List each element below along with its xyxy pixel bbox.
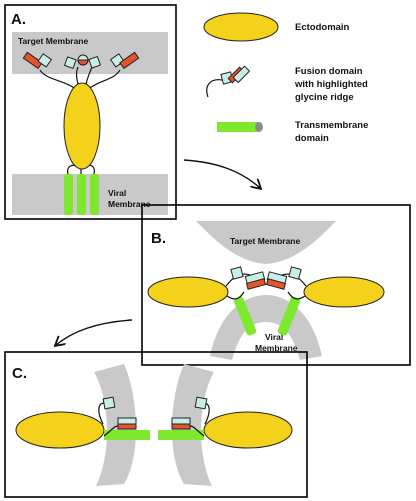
legend-ectodomain-label: Ectodomain — [295, 22, 350, 33]
linker-b-2 — [226, 291, 245, 300]
target-membrane-a-label: Target Membrane — [18, 36, 88, 46]
tm-domain-b-left — [233, 296, 257, 336]
legend-fusion-linker — [206, 79, 223, 98]
fusion-domain-a-left — [22, 51, 53, 70]
fusion-head-a-5 — [109, 53, 125, 68]
fusion-head-c-1 — [102, 396, 116, 410]
legend-fusion-label-2: with highlighted — [294, 79, 368, 90]
viral-membrane-a-label-1: Viral — [108, 188, 126, 198]
panel-a-frame — [4, 4, 177, 220]
legend-fusion-tail — [232, 65, 251, 84]
fusion-head-b-2 — [288, 266, 302, 280]
ectodomain-a — [63, 82, 101, 170]
linker-c-2 — [103, 425, 119, 437]
glycine-ridge-c-2 — [171, 423, 191, 430]
tm-domain-c-right — [158, 430, 204, 440]
tm-domain-c-left — [104, 430, 150, 440]
transmembrane-domains-a — [64, 174, 99, 215]
fusion-domain-b-right — [265, 266, 302, 290]
viral-membrane-b-label-1: Viral — [265, 332, 283, 342]
membrane-c-left — [94, 364, 137, 486]
legend-fusion-swatch — [206, 65, 251, 98]
fusion-head-a-2 — [63, 56, 77, 70]
panel-c-letter: C. — [12, 365, 27, 382]
ectodomain-c-right — [203, 411, 293, 449]
legend-tm-bar — [217, 122, 259, 132]
legend-tm-label-1: Transmembrane — [295, 120, 368, 131]
fusion-domain-b-left — [230, 266, 267, 290]
legend-fusion-label-3: glycine ridge — [295, 92, 354, 103]
legend-tm-label-2: domain — [295, 133, 329, 144]
ectodomain-c-left — [15, 411, 105, 449]
fusion-domain-c-left — [102, 396, 137, 430]
tm-domain-b-right — [277, 296, 301, 336]
fusion-domain-c-right — [171, 396, 208, 430]
linker-a-5 — [75, 66, 79, 85]
linker-a-7 — [89, 69, 121, 89]
linker-a-4 — [39, 69, 75, 89]
legend-tm-swatch — [217, 122, 263, 132]
target-membrane-b-label: Target Membrane — [230, 236, 300, 246]
tm-domain-a-2 — [77, 174, 86, 215]
fusion-domain-a-center — [63, 54, 102, 70]
glycine-ridge-c-1 — [117, 423, 137, 430]
fusion-head-a-4 — [88, 55, 102, 69]
fusion-head-b-1 — [230, 266, 244, 280]
ectodomain-b-right — [303, 276, 385, 308]
fusion-head-c-2 — [194, 396, 208, 410]
tm-domain-a-3 — [90, 174, 99, 215]
panel-b-letter: B. — [151, 230, 166, 247]
viral-membrane-a-label-2: Membrane — [108, 199, 151, 209]
panel-a: A. Target Membrane Viral Membrane — [4, 4, 177, 220]
linker-c-4 — [189, 425, 205, 437]
ectodomain-b-left — [147, 276, 229, 308]
legend-tm-end — [255, 122, 263, 132]
target-membrane-b — [196, 221, 336, 264]
legend-fusion-label-1: Fusion domain — [295, 66, 363, 77]
glycine-ridge-a-3 — [77, 59, 89, 66]
fusion-head-a-1 — [37, 53, 53, 68]
linker-b-4 — [287, 291, 306, 300]
panel-c: C. — [4, 351, 308, 498]
tm-domain-a-1 — [64, 174, 73, 215]
legend-ectodomain-swatch — [203, 12, 279, 42]
panel-b: B. Target Membrane Viral Membrane — [141, 204, 411, 366]
panel-c-frame — [4, 351, 308, 498]
panel-a-letter: A. — [11, 11, 26, 28]
glycine-ridge-b-1 — [245, 278, 267, 290]
arrow-a-to-b — [183, 159, 260, 188]
glycine-ridge-b-2 — [265, 278, 287, 290]
membrane-c-right — [171, 364, 214, 486]
viral-membrane-b-label-2: Membrane — [255, 343, 298, 353]
glycine-ridge-a-1 — [22, 51, 43, 70]
arrow-b-to-c — [56, 319, 133, 345]
panel-b-frame — [141, 204, 411, 366]
glycine-ridge-a-5 — [119, 51, 140, 70]
fusion-domain-a-right — [109, 51, 140, 70]
legend: Ectodomain Fusion domain with highlighte… — [203, 12, 368, 144]
